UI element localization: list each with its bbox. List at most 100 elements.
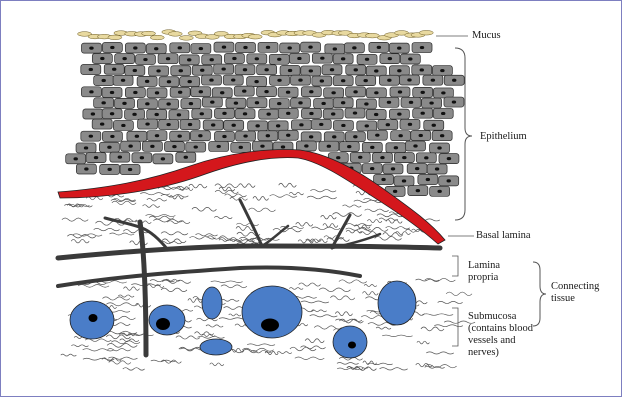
cell-nucleus — [341, 79, 345, 82]
connective-fiber — [161, 232, 188, 235]
label-mucus: Mucus — [472, 30, 501, 42]
cell-nucleus — [327, 145, 331, 148]
cell-nucleus — [277, 58, 281, 61]
connective-fiber — [299, 283, 321, 286]
connective-fiber — [289, 192, 303, 194]
cell-nucleus — [299, 123, 303, 126]
cell-nucleus — [154, 47, 158, 50]
cell-nucleus — [435, 167, 439, 170]
cell-nucleus — [166, 102, 170, 105]
cell-nucleus — [288, 69, 292, 72]
connective-fiber — [446, 292, 472, 295]
cell-nucleus — [154, 113, 158, 116]
connective-fiber — [249, 208, 276, 212]
cell-nucleus — [452, 100, 456, 103]
cell-nucleus — [441, 91, 445, 94]
cell-nucleus — [264, 68, 268, 71]
connective-fiber — [214, 216, 232, 218]
cell-nucleus — [332, 135, 336, 138]
cell-nucleus — [145, 122, 149, 125]
cell-nucleus — [177, 135, 181, 138]
connective-fiber — [192, 207, 217, 211]
cell-nucleus — [112, 68, 116, 71]
cell-nucleus — [277, 79, 281, 82]
cell-nucleus — [198, 134, 202, 137]
mucus-droplet — [108, 35, 122, 40]
cell-nucleus — [393, 190, 397, 193]
cell-nucleus — [222, 112, 226, 115]
cell-nucleus — [100, 122, 104, 125]
mucus-droplet — [179, 36, 193, 41]
cell-nucleus — [110, 112, 114, 115]
cell-nucleus — [330, 68, 334, 71]
cell-nucleus — [309, 135, 313, 138]
cell-nucleus — [374, 69, 378, 72]
cell-nucleus — [432, 124, 436, 127]
cell-nucleus — [297, 57, 301, 60]
connective-fiber — [147, 285, 164, 288]
cell-nucleus — [374, 113, 378, 116]
cell-nucleus — [133, 91, 137, 94]
cell-nucleus — [234, 102, 238, 105]
cell-nucleus — [394, 146, 398, 149]
connective-fiber — [310, 315, 338, 317]
connective-fiber — [425, 366, 445, 368]
label-epithelium: Epithelium — [480, 131, 527, 143]
connective-fiber — [434, 325, 463, 327]
connective-fiber — [289, 288, 303, 290]
connective-fiber — [107, 348, 130, 350]
cell-nucleus — [352, 46, 356, 49]
cell-nucleus — [426, 178, 430, 181]
cell-nucleus — [101, 101, 105, 104]
connective-fiber — [247, 344, 275, 346]
cell-nucleus — [387, 101, 391, 104]
cell-nucleus — [304, 144, 308, 147]
brace-submucosa — [452, 308, 458, 346]
cell-nucleus — [179, 69, 183, 72]
connective-fiber — [143, 205, 160, 208]
connective-fiber — [123, 368, 145, 370]
connective-fiber — [335, 319, 362, 321]
cell-nucleus — [309, 90, 313, 93]
cell-nucleus — [341, 124, 345, 127]
connective-fiber — [277, 352, 292, 354]
connective-fiber — [215, 190, 238, 193]
cell-nucleus — [187, 58, 191, 61]
brace-connecting-tissue — [533, 262, 546, 326]
connective-fiber — [176, 336, 200, 339]
connective-fiber — [270, 195, 297, 198]
cell-nucleus — [178, 46, 182, 49]
cell-nucleus — [110, 91, 114, 94]
cell-nucleus — [370, 167, 374, 170]
label-submucosa: Submucosa (contains blood vessels and ne… — [468, 311, 533, 359]
cell-nucleus — [286, 134, 290, 137]
connective-fiber — [376, 327, 391, 329]
cell-nucleus — [211, 123, 215, 126]
cell-nucleus — [231, 78, 235, 81]
cell-nucleus — [128, 168, 132, 171]
cell-nucleus — [447, 157, 451, 160]
cell-nucleus — [145, 102, 149, 105]
cell-nucleus — [217, 145, 221, 148]
cell-nucleus — [231, 124, 235, 127]
cell-nucleus — [156, 69, 160, 72]
connective-fiber — [300, 346, 325, 349]
cell-nucleus — [110, 46, 114, 49]
cell-nucleus — [380, 156, 384, 159]
connective-fiber — [365, 209, 389, 212]
mucus-layer — [78, 30, 434, 40]
cell-nucleus — [135, 135, 139, 138]
cell-nucleus — [107, 146, 111, 149]
cell-nucleus — [319, 123, 323, 126]
cell-nucleus — [331, 91, 335, 94]
cell-nucleus — [89, 47, 93, 50]
cell-nucleus — [107, 168, 111, 171]
cell-nucleus — [232, 57, 236, 60]
connective-fiber — [236, 227, 254, 231]
cell-nucleus — [333, 47, 337, 50]
cell-nucleus — [358, 156, 362, 159]
connective-fiber — [354, 200, 383, 202]
connective-fiber — [242, 348, 273, 351]
cell-nucleus — [429, 101, 433, 104]
vessel-4 — [200, 339, 232, 355]
